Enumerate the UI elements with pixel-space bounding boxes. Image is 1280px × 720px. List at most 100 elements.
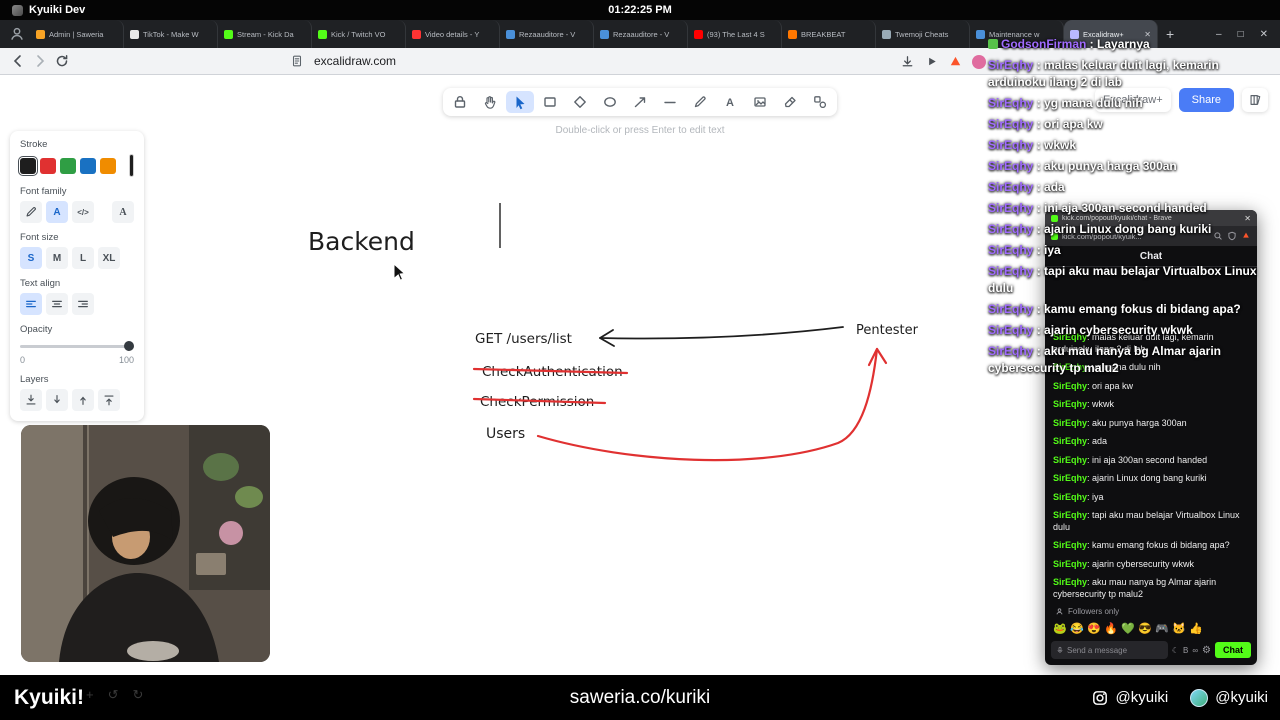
font-handdrawn-icon[interactable]	[20, 201, 42, 223]
browser-tab[interactable]: Maintenance w ✕	[970, 20, 1064, 48]
library-icon[interactable]	[1242, 88, 1268, 112]
browser-tab[interactable]: Video details - Y ✕	[406, 20, 500, 48]
kick-window-urlbar[interactable]: kick.com/popout/kyuik...	[1045, 226, 1257, 246]
red-annotations[interactable]	[472, 347, 888, 462]
browser-tab[interactable]: Rezaauditore - V ✕	[594, 20, 688, 48]
stroke-color-swatch[interactable]	[100, 157, 116, 174]
reload-button[interactable]	[54, 53, 70, 69]
browser-tab[interactable]: Excalidraw+ ✕	[1064, 20, 1158, 48]
font-serif-icon[interactable]: A	[112, 201, 134, 223]
diamond-tool-icon[interactable]	[566, 91, 594, 113]
chat-emote-icon[interactable]: 🐸	[1053, 622, 1067, 635]
red-curved-arrow[interactable]	[536, 347, 879, 462]
maximize-icon[interactable]: □	[1237, 28, 1244, 40]
bring-to-front-icon[interactable]	[98, 389, 120, 411]
send-to-back-icon[interactable]	[20, 389, 42, 411]
share-button[interactable]: Share	[1178, 88, 1234, 112]
redo-button[interactable]: ↻	[132, 687, 144, 702]
opacity-thumb[interactable]	[124, 341, 134, 351]
forward-button[interactable]	[32, 53, 48, 69]
browser-avatar-icon[interactable]	[972, 54, 986, 69]
current-color-box[interactable]	[129, 154, 134, 177]
line-tool-icon[interactable]	[656, 91, 684, 113]
canvas-text-check-auth[interactable]: CheckAuthentication	[482, 364, 623, 380]
browser-tab[interactable]: (93) The Last 4 S ✕	[688, 20, 782, 48]
chat-emote-icon[interactable]: 💚	[1121, 622, 1135, 635]
undo-button[interactable]: ↺	[107, 687, 119, 702]
rectangle-tool-icon[interactable]	[536, 91, 564, 113]
arrow-pentester-to-get[interactable]	[599, 326, 844, 347]
font-size-s-button[interactable]: S	[20, 247, 42, 269]
canvas-text-users[interactable]: Users	[486, 426, 525, 442]
chat-emote-icon[interactable]: 🎮	[1155, 622, 1169, 635]
font-normal-icon[interactable]: A	[46, 201, 68, 223]
badge-icon[interactable]: B	[1182, 645, 1189, 655]
browser-tab[interactable]: Stream - Kick Da ✕	[218, 20, 312, 48]
theme-icon[interactable]: ☾	[1171, 645, 1179, 655]
browser-tab[interactable]: TikTok - Make W ✕	[124, 20, 218, 48]
address-bar[interactable]: excalidraw.com	[314, 54, 397, 68]
chat-emote-icon[interactable]: 👍	[1189, 622, 1203, 635]
browser-tab[interactable]: BREAKBEAT ✕	[782, 20, 876, 48]
link-icon[interactable]: ∞	[1192, 645, 1199, 655]
chat-emote-icon[interactable]: 😂	[1070, 622, 1084, 635]
stroke-color-swatch[interactable]	[60, 157, 76, 174]
align-right-icon[interactable]	[72, 293, 94, 315]
strike-check-perm[interactable]	[472, 397, 607, 405]
canvas-text-get-endpoint[interactable]: GET /users/list	[475, 331, 572, 347]
browser-tab[interactable]: Twemoji Cheats ✕	[876, 20, 970, 48]
text-tool-icon[interactable]: A	[716, 91, 744, 113]
browser-tab[interactable]: Rezaauditore - V ✕	[500, 20, 594, 48]
arrow-tool-icon[interactable]	[626, 91, 654, 113]
draw-tool-icon[interactable]	[686, 91, 714, 113]
close-icon[interactable]: ✕	[1259, 28, 1268, 40]
stroke-color-swatch[interactable]	[18, 155, 38, 176]
tab-close-icon[interactable]: ✕	[1144, 29, 1151, 39]
mic-icon[interactable]	[1056, 646, 1064, 654]
chat-emote-icon[interactable]: 🔥	[1104, 622, 1118, 635]
download-icon[interactable]	[900, 54, 915, 69]
chat-message-input[interactable]: Send a message	[1051, 641, 1168, 659]
stroke-color-swatch[interactable]	[80, 157, 96, 174]
align-left-icon[interactable]	[20, 293, 42, 315]
browser-tab[interactable]: Kick / Twitch VO ✕	[312, 20, 406, 48]
canvas-text-check-perm[interactable]: CheckPermission	[480, 394, 594, 410]
lock-tool-icon[interactable]	[446, 91, 474, 113]
chat-emote-icon[interactable]: 😍	[1087, 622, 1101, 635]
canvas-text-pentester[interactable]: Pentester	[856, 323, 919, 338]
ellipse-tool-icon[interactable]	[596, 91, 624, 113]
zoom-in-button[interactable]: +	[86, 687, 94, 702]
font-code-icon[interactable]: </>	[72, 201, 94, 223]
bring-forward-icon[interactable]	[72, 389, 94, 411]
window-close-icon[interactable]: ✕	[1244, 213, 1251, 223]
browser-profile-icon[interactable]	[8, 25, 26, 43]
stroke-color-swatch[interactable]	[40, 157, 56, 174]
opacity-slider[interactable]	[20, 339, 134, 353]
brave-rewards-icon[interactable]	[948, 54, 963, 69]
font-size-xl-button[interactable]: XL	[98, 247, 120, 269]
shapes-more-icon[interactable]	[806, 91, 834, 113]
back-button[interactable]	[10, 53, 26, 69]
strike-check-auth[interactable]	[472, 367, 629, 375]
chat-emote-icon[interactable]: 🐱	[1172, 622, 1186, 635]
eraser-tool-icon[interactable]	[776, 91, 804, 113]
search-icon[interactable]	[1213, 231, 1223, 241]
chat-emote-icon[interactable]: 😎	[1138, 622, 1152, 635]
new-tab-button[interactable]: +	[1158, 27, 1182, 41]
align-center-icon[interactable]	[46, 293, 68, 315]
media-play-icon[interactable]	[924, 54, 939, 69]
selection-tool-icon[interactable]	[506, 91, 534, 113]
font-size-m-button[interactable]: M	[46, 247, 68, 269]
font-size-l-button[interactable]: L	[72, 247, 94, 269]
send-chat-button[interactable]: Chat	[1215, 642, 1251, 658]
excalidraw-plus-button[interactable]: Excalidraw+	[1095, 88, 1171, 112]
brave-icon[interactable]	[1241, 231, 1251, 241]
reading-list-icon[interactable]	[290, 54, 304, 68]
browser-tab[interactable]: Admin | Saweria ✕	[30, 20, 124, 48]
settings-gear-icon[interactable]: ⚙	[1202, 644, 1211, 656]
hand-tool-icon[interactable]	[476, 91, 504, 113]
shield-icon[interactable]	[1227, 231, 1237, 241]
canvas-text-backend[interactable]: Backend	[308, 227, 415, 256]
image-tool-icon[interactable]	[746, 91, 774, 113]
kick-window-titlebar[interactable]: kick.com/popout/kyuiki/chat - Brave ✕	[1045, 210, 1257, 226]
